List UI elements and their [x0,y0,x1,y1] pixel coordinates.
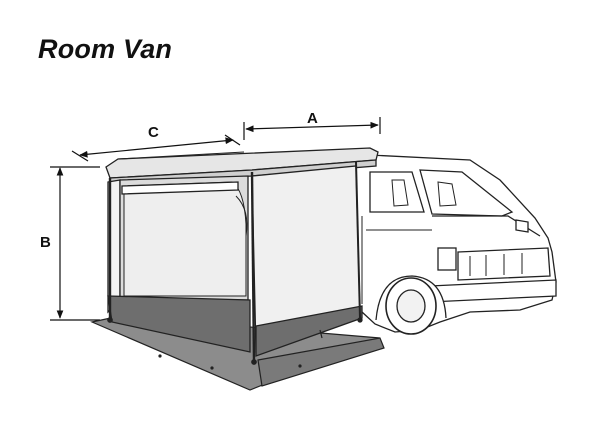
enclosure [107,161,363,365]
page-title: Room Van [38,34,173,64]
dimension-b [50,166,100,321]
van [351,154,557,335]
dimension-a [243,117,381,140]
dimension-a-label: A [307,110,318,127]
dimension-c [71,134,241,162]
dimension-b-label: B [40,234,51,251]
dimension-c-label: C [148,124,159,141]
